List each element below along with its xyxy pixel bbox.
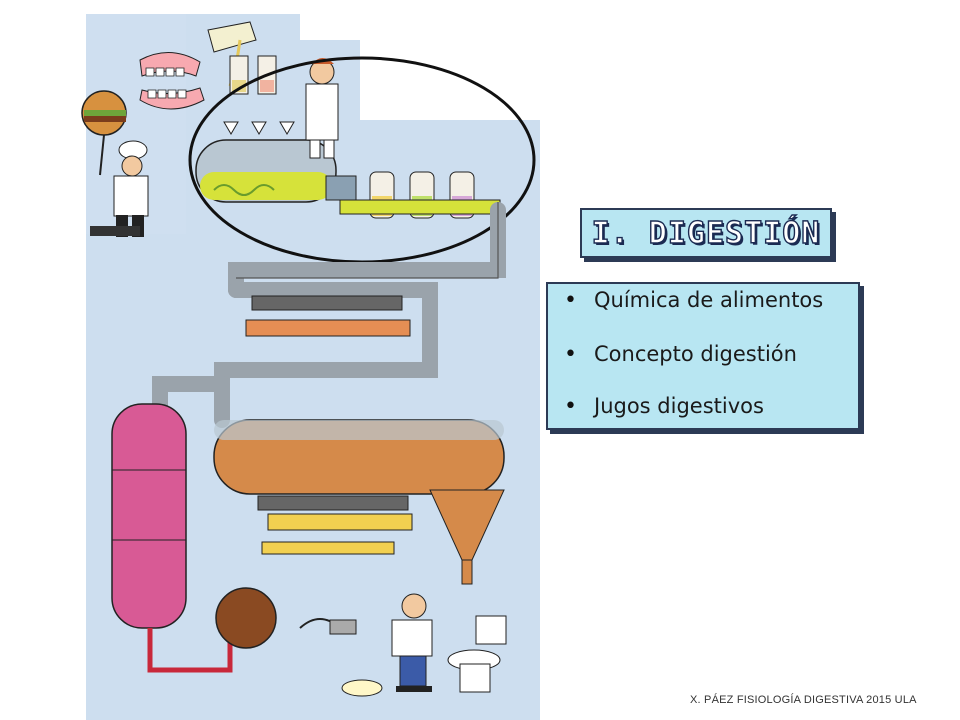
bullet-text: Química de alimentos — [594, 288, 824, 312]
bullet-item: • Jugos digestivos — [564, 394, 764, 419]
pump — [215, 587, 277, 649]
digestion-machine-illustration — [81, 14, 540, 720]
slide-title: I. DIGESTIÓN — [591, 215, 821, 251]
juice-bottles — [339, 171, 501, 219]
bullet-text: Jugos digestivos — [594, 394, 764, 418]
bullet-dot-icon: • — [564, 394, 577, 419]
pouring-bottle — [207, 21, 257, 53]
scientist-figure — [305, 58, 339, 159]
mixing-tank — [195, 139, 357, 203]
bullet-box: • Química de alimentos • Concepto digest… — [546, 282, 860, 430]
bullet-text: Concepto digestión — [594, 342, 797, 366]
bullet-dot-icon: • — [564, 342, 577, 367]
reading-man — [391, 593, 433, 692]
heater-trays — [245, 295, 413, 555]
toilet-icon — [447, 615, 507, 693]
slide-title-box: I. DIGESTIÓN — [580, 208, 832, 258]
bowl — [341, 679, 383, 697]
slide-footer: X. PÁEZ FISIOLOGÍA DIGESTIVA 2015 ULA — [690, 694, 917, 706]
colon-tank — [213, 419, 505, 585]
teeth-icon — [139, 51, 205, 110]
bullet-dot-icon: • — [564, 288, 577, 313]
chef-figure — [81, 90, 149, 237]
bullet-item: • Concepto digestión — [564, 342, 797, 367]
pink-tank — [111, 403, 233, 673]
bullet-item: • Química de alimentos — [564, 288, 823, 313]
